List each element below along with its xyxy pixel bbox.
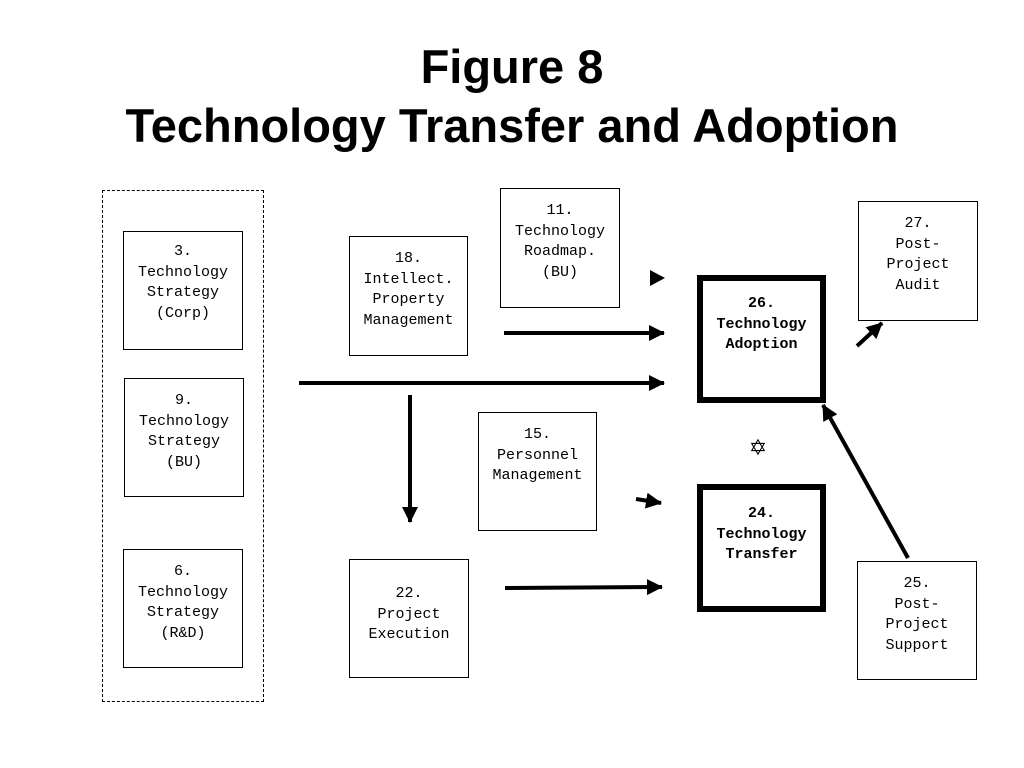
box-15-personnel-management: 15. Personnel Management: [478, 412, 597, 531]
box-18-line-3: Property: [372, 291, 445, 308]
box-22-project-execution: 22. Project Execution: [349, 559, 469, 678]
box-26-line-2: Technology: [716, 315, 807, 333]
box-11-technology-roadmap-bu: 11. Technology Roadmap. (BU): [500, 188, 620, 308]
box-11-line-4: (BU): [541, 263, 578, 281]
box-26-technology-adoption: 26. Technology Adoption: [697, 275, 826, 403]
box-24-line-2: Technology: [716, 525, 807, 543]
box-25-line-4: Support: [885, 636, 949, 654]
box-22-line-3: Execution: [368, 626, 450, 643]
box-9-line-1: 9.: [174, 392, 193, 409]
box-26-line-3: Adoption: [725, 336, 798, 353]
box-3-line-1: 3.: [173, 243, 192, 260]
box-3-line-2: Technology: [137, 263, 228, 281]
box-27-post-project-audit: 27. Post- Project Audit: [858, 201, 978, 321]
box-9-line-4: (BU): [165, 453, 202, 471]
box-18-line-4: Management: [363, 311, 454, 329]
box-6-line-4: (R&D): [160, 624, 206, 642]
box-11-line-2: Technology: [514, 222, 605, 240]
arrow-project-execution-to-transfer: [504, 579, 663, 596]
arrow-support-to-adoption: [821, 404, 910, 559]
box-24-line-1: 24.: [747, 505, 775, 522]
box-9-technology-strategy-bu: 9. Technology Strategy (BU): [124, 378, 244, 497]
box-3-technology-strategy-corp: 3. Technology Strategy (Corp): [123, 231, 243, 350]
box-22-line-1: 22.: [395, 585, 423, 602]
box-18-intellectual-property-management: 18. Intellect. Property Management: [349, 236, 468, 356]
star-of-david-icon: ✡: [749, 436, 767, 461]
strategy-group-dashed-box: [102, 190, 264, 702]
box-9-line-3: Strategy: [147, 433, 220, 450]
box-24-technology-transfer: 24. Technology Transfer: [697, 484, 826, 612]
box-25-post-project-support: 25. Post- Project Support: [857, 561, 977, 680]
box-27-line-3: Project: [886, 256, 950, 273]
box-6-line-1: 6.: [173, 563, 192, 580]
arrow-personnel-to-transfer: [635, 492, 662, 509]
box-25-line-3: Project: [885, 616, 949, 633]
box-27-line-1: 27.: [904, 215, 932, 232]
box-3-line-4: (Corp): [155, 304, 210, 322]
box-18-line-2: Intellect.: [363, 270, 454, 288]
box-25-line-1: 25.: [903, 575, 931, 592]
box-6-technology-strategy-rd: 6. Technology Strategy (R&D): [123, 549, 243, 668]
arrow-adoption-to-audit: [855, 321, 884, 348]
box-11-line-1: 11.: [546, 202, 574, 219]
box-27-line-4: Audit: [895, 276, 941, 294]
box-15-line-3: Management: [492, 467, 583, 484]
box-9-line-2: Technology: [138, 412, 229, 430]
box-26-line-1: 26.: [747, 295, 775, 312]
box-3-line-3: Strategy: [146, 284, 219, 301]
box-25-line-2: Post-: [894, 595, 940, 613]
figure-number: Figure 8: [420, 40, 604, 93]
arrow-roadmap-to-adoption: [650, 270, 665, 286]
box-11-line-3: Roadmap.: [523, 243, 596, 260]
box-6-line-2: Technology: [137, 583, 228, 601]
box-15-line-1: 15.: [523, 426, 551, 443]
box-15-line-2: Personnel: [496, 446, 578, 464]
box-27-line-2: Post-: [895, 235, 941, 253]
box-24-line-3: Transfer: [725, 546, 798, 563]
diagram-title: Technology Transfer and Adoption: [125, 99, 899, 152]
box-22-line-2: Project: [377, 605, 441, 623]
box-6-line-3: Strategy: [146, 604, 219, 621]
box-18-line-1: 18.: [394, 250, 422, 267]
